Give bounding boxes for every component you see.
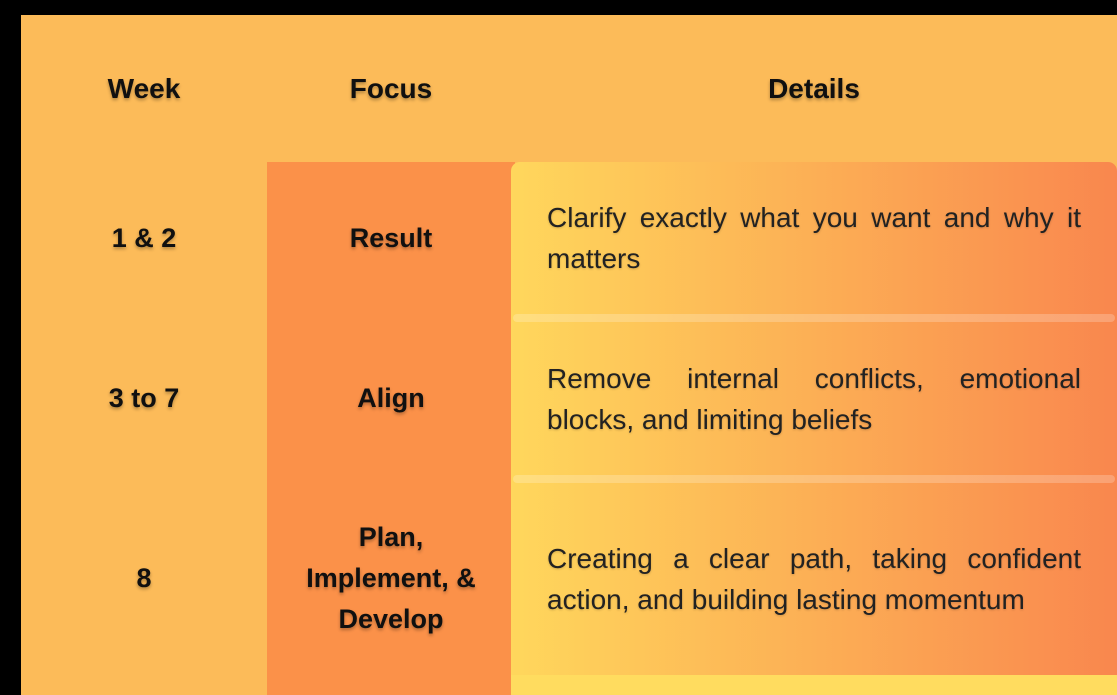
- header-focus: Focus: [349, 72, 433, 104]
- row-separator: [513, 475, 1115, 483]
- focus-cell-row2: Align: [267, 322, 515, 474]
- details-text-row1: Clarify exactly what you want and why it…: [547, 202, 1081, 274]
- focus-label-row1: Result: [349, 222, 433, 253]
- focus-column-background: [267, 162, 515, 695]
- row-separator: [513, 314, 1115, 322]
- header-details: Details: [768, 72, 860, 104]
- focus-label-row2: Align: [357, 382, 425, 413]
- header-week: Week: [107, 72, 181, 104]
- details-cell-row2: Remove internal conflicts, emotional blo…: [511, 322, 1117, 475]
- week-cell-row1: 1 & 2: [111, 222, 177, 253]
- details-cell-row1: Clarify exactly what you want and why it…: [511, 162, 1117, 314]
- week-cell-row3: 8: [136, 563, 152, 593]
- details-text-row3: Creating a clear path, taking confident …: [547, 543, 1081, 615]
- details-text-row2: Remove internal conflicts, emotional blo…: [547, 362, 1081, 435]
- focus-cell-row1: Result: [267, 162, 515, 314]
- details-column: Clarify exactly what you want and why it…: [511, 162, 1117, 675]
- details-cell-row3: Creating a clear path, taking confident …: [511, 483, 1117, 675]
- week-cell-row2: 3 to 7: [108, 382, 180, 413]
- bottom-yellow-strip: [511, 675, 1117, 695]
- focus-label-row3: Plan, Implement, & Develop: [306, 522, 476, 634]
- focus-cell-row3: Plan, Implement, & Develop: [267, 482, 515, 675]
